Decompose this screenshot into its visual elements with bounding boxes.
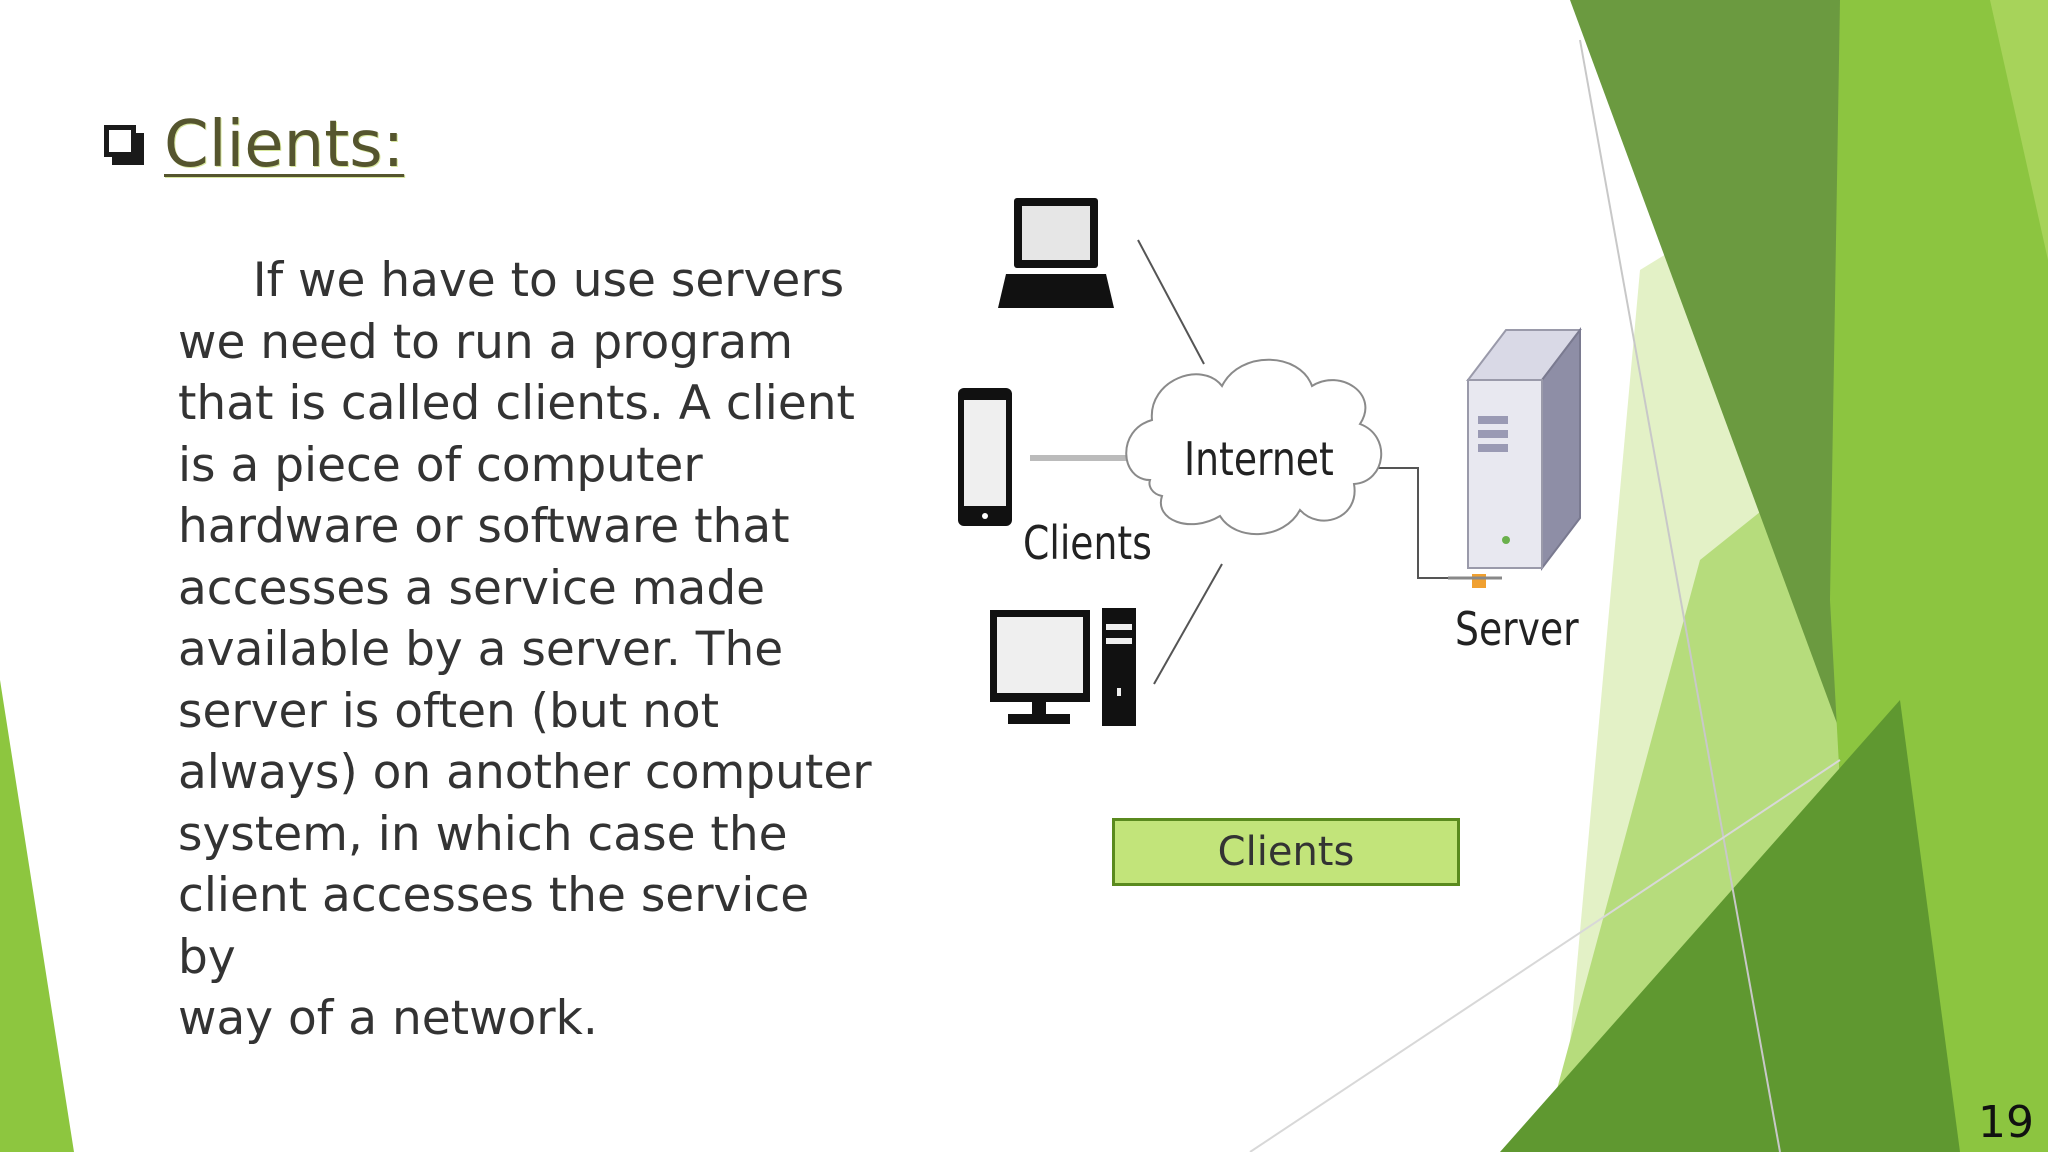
laptop-icon	[998, 198, 1114, 308]
desktop-computer-icon	[990, 608, 1136, 726]
page-number: 19	[1978, 1097, 2034, 1148]
thin-line-2	[1249, 759, 1841, 1152]
title-text: Clients:	[164, 108, 405, 182]
clients-caption-box: Clients	[1112, 818, 1460, 886]
internet-label: Internet	[1184, 432, 1334, 486]
right-top-sliver	[1990, 0, 2048, 260]
clients-diagram-label: Clients	[1023, 516, 1152, 570]
checkbox-bullet-icon	[104, 125, 144, 165]
slide-title: Clients:	[104, 108, 404, 182]
left-green-triangle	[0, 680, 74, 1152]
thin-line-1	[1579, 39, 1781, 1152]
right-dark-triangle	[1500, 700, 1960, 1152]
link-desktop-internet	[1153, 563, 1223, 685]
link-internet-server	[1374, 467, 1480, 579]
phone-icon	[958, 388, 1012, 526]
link-laptop-internet	[1137, 239, 1205, 365]
internet-cloud-icon	[1125, 358, 1383, 536]
body-paragraph: If we have to use servers we need to run…	[178, 253, 872, 1046]
network-diagram: Internet Clients Server	[940, 180, 1620, 740]
server-label: Server	[1455, 602, 1579, 656]
server-tower-icon	[1448, 327, 1583, 588]
